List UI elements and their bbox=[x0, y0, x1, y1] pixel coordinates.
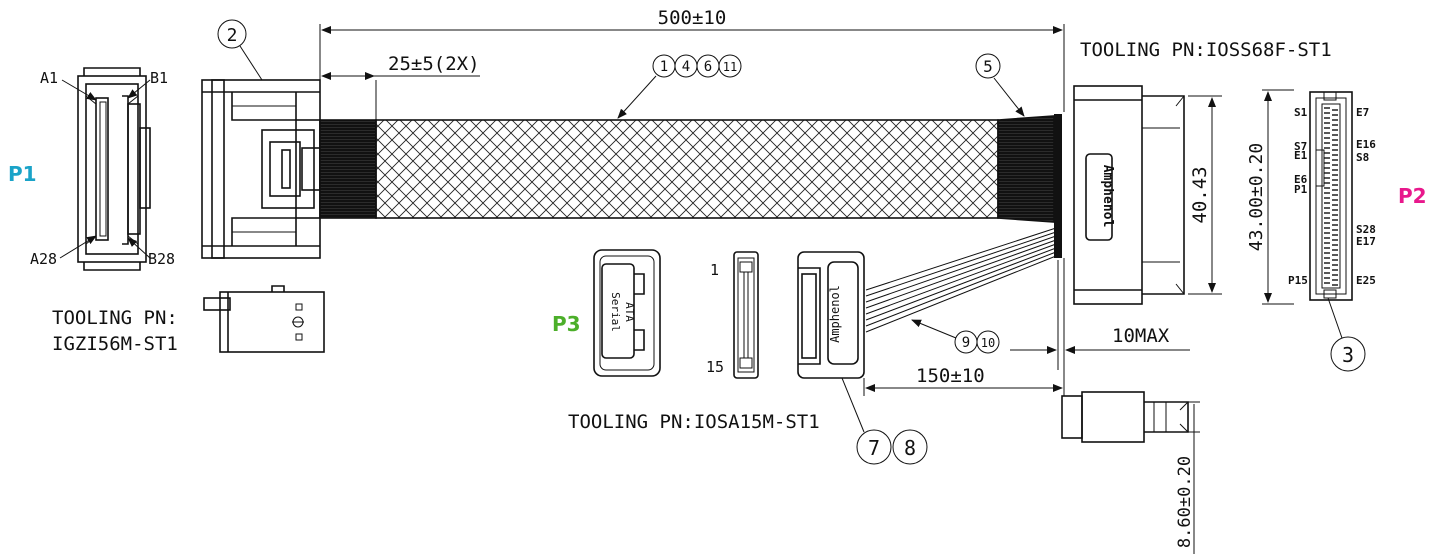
balloon-2: 2 bbox=[217, 19, 263, 81]
p1-pin-b28: B28 bbox=[148, 250, 175, 268]
p2-pin-e25: E25 bbox=[1356, 274, 1376, 287]
sata-branch-wires bbox=[865, 227, 1057, 333]
label-p2: P2 bbox=[1398, 184, 1427, 208]
p2-pin-s1: S1 bbox=[1294, 106, 1308, 119]
dim-sata-branch-text: 150±10 bbox=[916, 365, 985, 387]
p1-tooling-icon bbox=[203, 285, 325, 353]
label-p1: P1 bbox=[8, 162, 37, 186]
p2-side-view: Amphenol bbox=[1073, 85, 1185, 305]
dim-boot-length-text: 25±5(2X) bbox=[388, 53, 480, 75]
dim-overall-length: 500±10 bbox=[319, 7, 1065, 112]
p1-tooling-line1: TOOLING PN: bbox=[52, 307, 178, 329]
dim-sata-branch: 150±10 bbox=[863, 365, 1063, 396]
p2-pin-comb bbox=[1324, 107, 1338, 286]
balloon-5: 5 bbox=[975, 53, 1025, 117]
dim-p2-body-height-text: 40.43 bbox=[1189, 166, 1211, 223]
dim-max-offset: 10MAX bbox=[1010, 258, 1190, 396]
p2-pin-e17: E17 bbox=[1356, 235, 1376, 248]
p2-pin-labels: S1 E7 S7 E1 E16 S8 E6 P1 S28 E17 P15 E25 bbox=[1288, 106, 1376, 287]
p2-pin-s8: S8 bbox=[1356, 151, 1369, 164]
p1-pin-labels: A1 B1 A28 B28 bbox=[30, 69, 175, 268]
label-p3: P3 bbox=[552, 312, 581, 336]
p2-pin-e6: E6 bbox=[1294, 173, 1308, 186]
p2-tooling: TOOLING PN:IOSS68F-ST1 bbox=[1080, 39, 1332, 61]
p3-tooling: TOOLING PN:IOSA15M-ST1 bbox=[568, 411, 820, 433]
p3-pin-last: 15 bbox=[706, 358, 724, 376]
svg-text:4: 4 bbox=[682, 59, 690, 75]
p2-front-view bbox=[1309, 91, 1353, 301]
cable-braid bbox=[375, 119, 999, 219]
p3-rear-view: Serial ATA bbox=[593, 249, 661, 377]
dim-bottom-width: 8.60±0.20 bbox=[1175, 401, 1200, 554]
cable-boot-left bbox=[319, 119, 377, 219]
p2-pin-s28: S28 bbox=[1356, 223, 1376, 236]
p1-pin-a28: A28 bbox=[30, 250, 57, 268]
p2-pin-s7: S7 bbox=[1294, 140, 1307, 153]
p1-pin-a1: A1 bbox=[40, 69, 58, 87]
svg-text:7: 7 bbox=[868, 436, 880, 460]
svg-text:3: 3 bbox=[1342, 343, 1354, 367]
balloon-9-10: 9 10 bbox=[911, 319, 1000, 354]
p3-pin-first: 1 bbox=[710, 261, 719, 279]
p2-pin-e16: E16 bbox=[1356, 138, 1376, 151]
dim-p2-side-height: 43.00±0.20 bbox=[1246, 89, 1294, 305]
svg-text:10: 10 bbox=[981, 336, 995, 350]
balloon-group-cable: 1 4 6 11 bbox=[617, 54, 742, 119]
dim-boot-length: 25±5(2X) bbox=[321, 53, 480, 120]
p3-brand-text: Amphenol bbox=[828, 285, 842, 343]
cable-boot-right bbox=[997, 114, 1062, 258]
dim-overall-length-text: 500±10 bbox=[658, 7, 727, 29]
dim-max-offset-text: 10MAX bbox=[1112, 325, 1170, 347]
p2-pin-p15: P15 bbox=[1288, 274, 1308, 287]
p2-pin-e1: E1 bbox=[1294, 149, 1308, 162]
p3-ata-text: ATA bbox=[623, 302, 636, 322]
p2-pin-p1: P1 bbox=[1294, 183, 1308, 196]
balloon-7-8: 7 8 bbox=[841, 377, 928, 465]
svg-text:6: 6 bbox=[704, 59, 712, 75]
dim-p2-body-height: 40.43 bbox=[1188, 95, 1222, 295]
svg-text:11: 11 bbox=[723, 60, 737, 74]
balloon-3: 3 bbox=[1327, 297, 1366, 372]
svg-text:5: 5 bbox=[983, 57, 993, 76]
p3-serial-text: Serial bbox=[609, 292, 622, 332]
bottom-connector-view bbox=[1061, 391, 1189, 443]
p1-tooling-line2: IGZI56M-ST1 bbox=[52, 333, 178, 355]
p3-side-view: Amphenol bbox=[797, 251, 865, 379]
p1-side-view bbox=[201, 79, 321, 259]
dim-p2-side-height-text: 43.00±0.20 bbox=[1246, 143, 1267, 251]
svg-text:8: 8 bbox=[904, 436, 916, 460]
p1-pin-b1: B1 bbox=[150, 69, 168, 87]
p1-front-view bbox=[77, 67, 151, 271]
svg-text:9: 9 bbox=[962, 335, 970, 351]
p2-pin-e7: E7 bbox=[1356, 106, 1369, 119]
svg-text:1: 1 bbox=[660, 59, 668, 75]
p2-brand-text: Amphenol bbox=[1100, 165, 1115, 228]
dim-bottom-width-text: 8.60±0.20 bbox=[1175, 456, 1195, 548]
svg-text:2: 2 bbox=[227, 25, 238, 46]
p3-front-view bbox=[733, 251, 759, 379]
